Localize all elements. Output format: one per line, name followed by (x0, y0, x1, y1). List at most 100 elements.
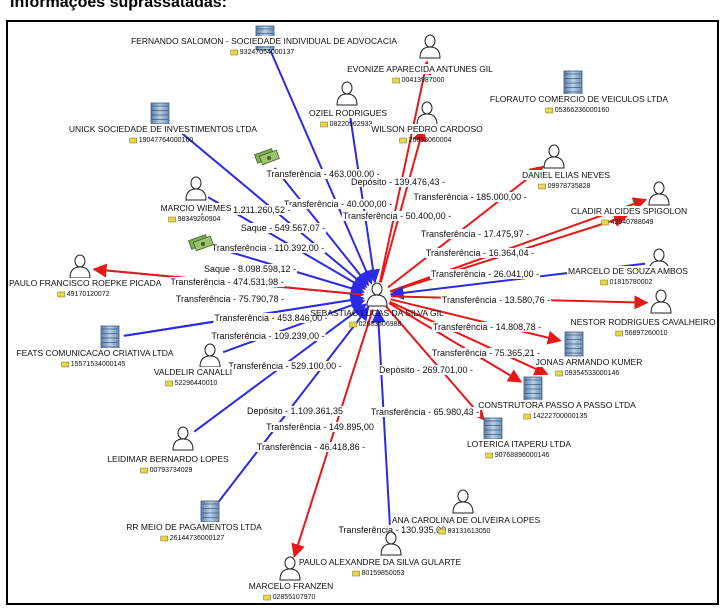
node-money2[interactable] (188, 234, 214, 252)
id-card-icon (601, 219, 609, 226)
node-label-bg (534, 357, 644, 367)
edge-line (388, 302, 523, 383)
nodes-layer: SEBASTIAO LUCAS DA SILVA GIL02683506988F… (8, 25, 717, 601)
id-card-icon (61, 361, 69, 368)
edge-line (385, 305, 485, 421)
node-doc: 00793734029 (150, 467, 193, 474)
id-card-icon (485, 452, 493, 459)
page-caption: Informações suprassatadas: (10, 0, 227, 11)
node-doc: 93247054000137 (240, 49, 295, 56)
edge-label-bg (412, 192, 528, 202)
person-icon (366, 282, 388, 307)
node-name: PAULO FRANCISCO ROEPKE PICADA (9, 278, 162, 288)
person-icon (543, 144, 565, 169)
node-fernando[interactable]: FERNANDO SALOMON - SOCIEDADE INDIVIDUAL … (129, 25, 399, 56)
edge-label: Depósito - 269.701,00 - (379, 365, 473, 375)
id-card-icon (57, 291, 66, 298)
edge-line (389, 300, 549, 376)
edge-line (217, 305, 370, 503)
node-name: PAULO ALEXANDRE DA SILVA GULARTE (299, 557, 462, 567)
node-unick[interactable]: UNICK SOCIEDADE DE INVESTIMENTOS LTDA190… (67, 102, 259, 144)
node-doc: 56897260010 (625, 330, 668, 337)
edge-label: Transferência - 185.000,00 - (413, 192, 526, 202)
node-name: NESTOR RODRIGUES CAVALHEIRO (571, 317, 716, 327)
node-doc: 52296440010 (175, 380, 218, 387)
node-label-bg (67, 124, 259, 134)
node-label-bg (106, 454, 231, 464)
edge-label-bg (419, 229, 531, 239)
node-label-bg (152, 367, 234, 377)
node-label-bg (488, 94, 670, 104)
node-name: MARCIO WIEMES (161, 203, 232, 213)
edge-label: Transferência - 65.980,43 - (371, 407, 479, 417)
node-money1[interactable] (254, 148, 280, 166)
node-ana[interactable]: ANA CAROLINA DE OLIVEIRA LOPES0313161305… (390, 489, 542, 535)
node-name: UNICK SOCIEDADE DE INVESTIMENTOS LTDA (69, 124, 257, 134)
id-card-icon (263, 594, 271, 601)
node-label-bg (370, 124, 485, 134)
edge-line (371, 308, 392, 532)
edge-label-bg (210, 243, 326, 253)
node-feats[interactable]: FEATS COMUNICACAO CRIATIVA LTDA155715340… (15, 325, 175, 368)
node-label-bg (297, 557, 463, 567)
node-florauto[interactable]: FLORAUTO COMERCIO DE VEICULOS LTDA053662… (488, 70, 670, 114)
id-card-icon (555, 370, 563, 377)
node-label-bg (477, 400, 638, 410)
node-name: LOTERICA ITAPERU LTDA (467, 439, 571, 449)
node-doc: 15571534000145 (71, 361, 126, 368)
id-card-icon (600, 279, 608, 286)
node-doc: 42940788049 (611, 219, 654, 226)
node-label-bg (307, 108, 389, 118)
node-doc: 02855107970 (273, 594, 316, 601)
edge-label-bg (282, 199, 394, 209)
node-doc: 03131613050 (448, 528, 491, 535)
node-construtora[interactable]: CONSTRUTORA PASSO A PASSO LTDA 1422270000… (477, 376, 638, 420)
edge-line (348, 108, 380, 284)
edge-label: Depósito - 139.476,43 - (351, 177, 445, 187)
node-doc: 09354533000146 (565, 370, 620, 377)
center-doc: 02683506988 (359, 321, 402, 328)
person-icon (452, 489, 474, 514)
node-label-bg (465, 439, 573, 449)
node-name: MARCELO DE SOUZA AMBOS (568, 266, 688, 276)
node-nestor[interactable]: NESTOR RODRIGUES CAVALHEIRO 56897260010 (569, 289, 717, 337)
edge-label: Transferência - 110.392,00 - (212, 243, 325, 253)
edge-line (379, 127, 427, 283)
node-label-bg (15, 348, 175, 358)
person-icon (419, 34, 441, 59)
edge-label: Transferência - 46.418,86 - (257, 442, 365, 452)
edge-label: Transferência - 17.475,97 - (421, 229, 529, 239)
id-card-icon (230, 49, 238, 56)
node-name: CONSTRUTORA PASSO A PASSO LTDA (478, 400, 636, 410)
node-doc: 00413987000 (402, 77, 445, 84)
edge-line (390, 298, 562, 345)
person-icon (199, 343, 221, 368)
person-icon (69, 254, 91, 279)
edge-label: Depósito - 1.211.260,52 - (190, 205, 291, 215)
node-pauloa[interactable]: PAULO ALEXANDRE DA SILVA GULARTE80159850… (297, 531, 463, 577)
node-label-bg (567, 266, 690, 276)
person-icon (336, 81, 358, 106)
node-label-bg (8, 278, 163, 288)
node-doc: 14222700000135 (533, 413, 588, 420)
building-icon (200, 500, 220, 526)
edge-label: Transferência - 14.808,78 - (433, 322, 541, 332)
node-name: DANIEL ELIAS NEVES (522, 170, 610, 180)
edge-label-bg (227, 361, 343, 371)
edge-label-bg (369, 407, 481, 417)
